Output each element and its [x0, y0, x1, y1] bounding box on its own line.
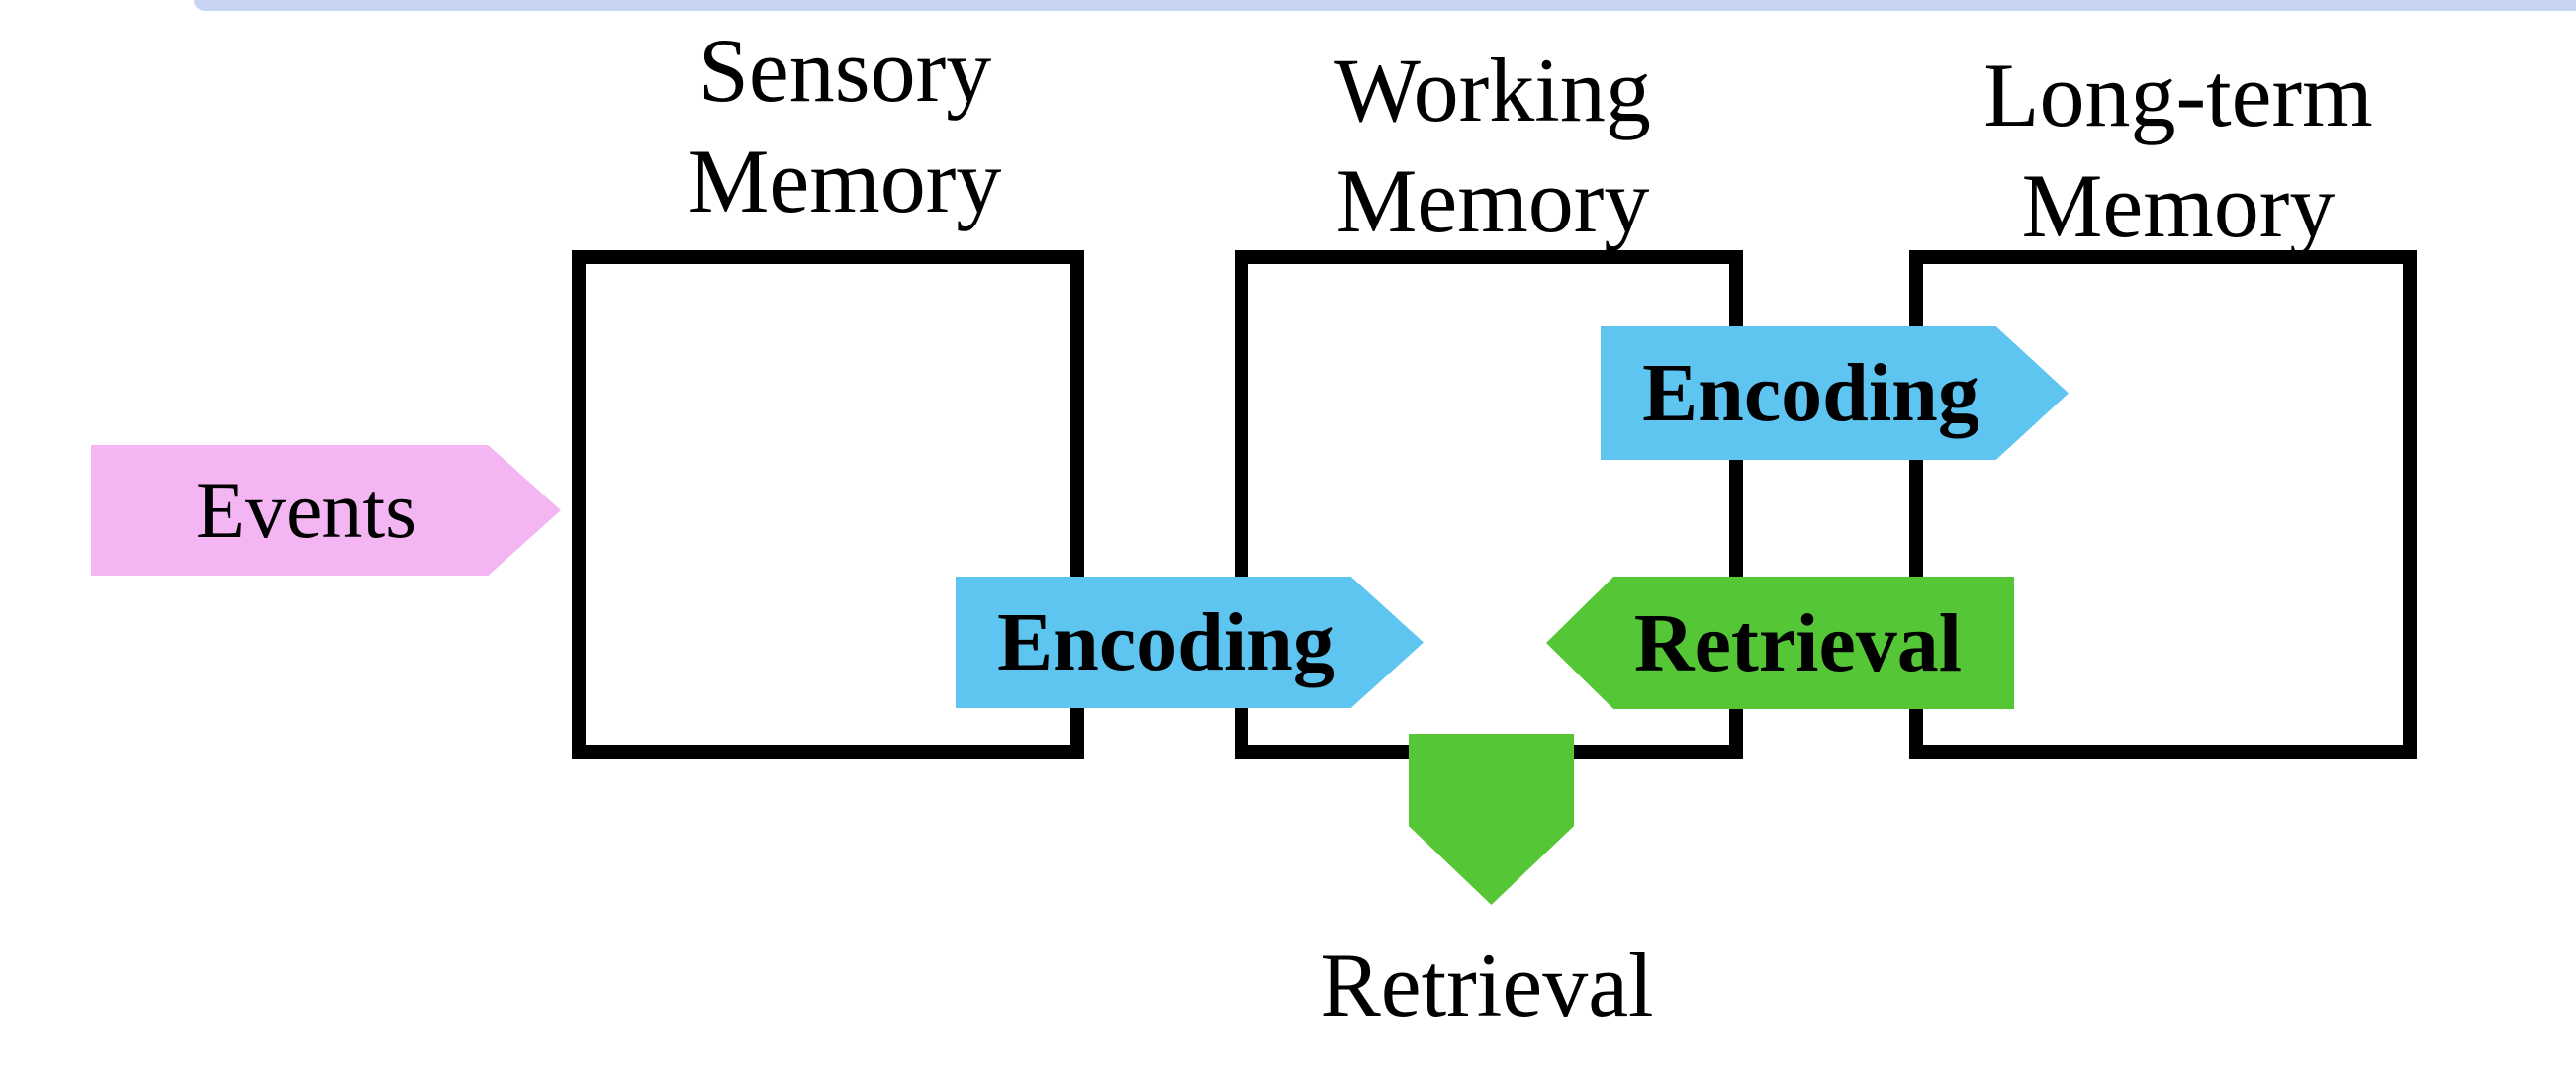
window-top-border: [194, 0, 2576, 11]
label-working-line1: Working: [1334, 40, 1651, 140]
label-longterm-memory: Long-term Memory: [1882, 40, 2475, 261]
arrow-encoding-1-label: Encoding: [997, 596, 1334, 688]
label-working-line2: Memory: [1335, 150, 1650, 251]
arrow-retrieval-side-label: Retrieval: [1633, 596, 1963, 689]
arrow-retrieval-working-down: [1409, 734, 1574, 905]
arrow-events-label: Events: [195, 465, 417, 555]
arrow-events: Events: [91, 445, 561, 576]
arrow-encoding-2-label: Encoding: [1642, 347, 1979, 439]
label-longterm-line1: Long-term: [1983, 45, 2373, 145]
arrow-encoding-sensory-to-working: Encoding: [956, 577, 1424, 708]
label-working-memory: Working Memory: [1196, 35, 1790, 256]
label-longterm-line2: Memory: [2021, 155, 2336, 256]
label-retrieval-bottom: Retrieval: [1320, 935, 1654, 1035]
arrow-retrieval-longterm-to-working: Retrieval: [1546, 577, 2014, 709]
label-sensory-line1: Sensory: [697, 20, 992, 121]
label-sensory-line2: Memory: [688, 131, 1002, 231]
arrow-encoding-working-to-longterm: Encoding: [1601, 326, 2069, 460]
label-sensory-memory: Sensory Memory: [548, 15, 1142, 236]
